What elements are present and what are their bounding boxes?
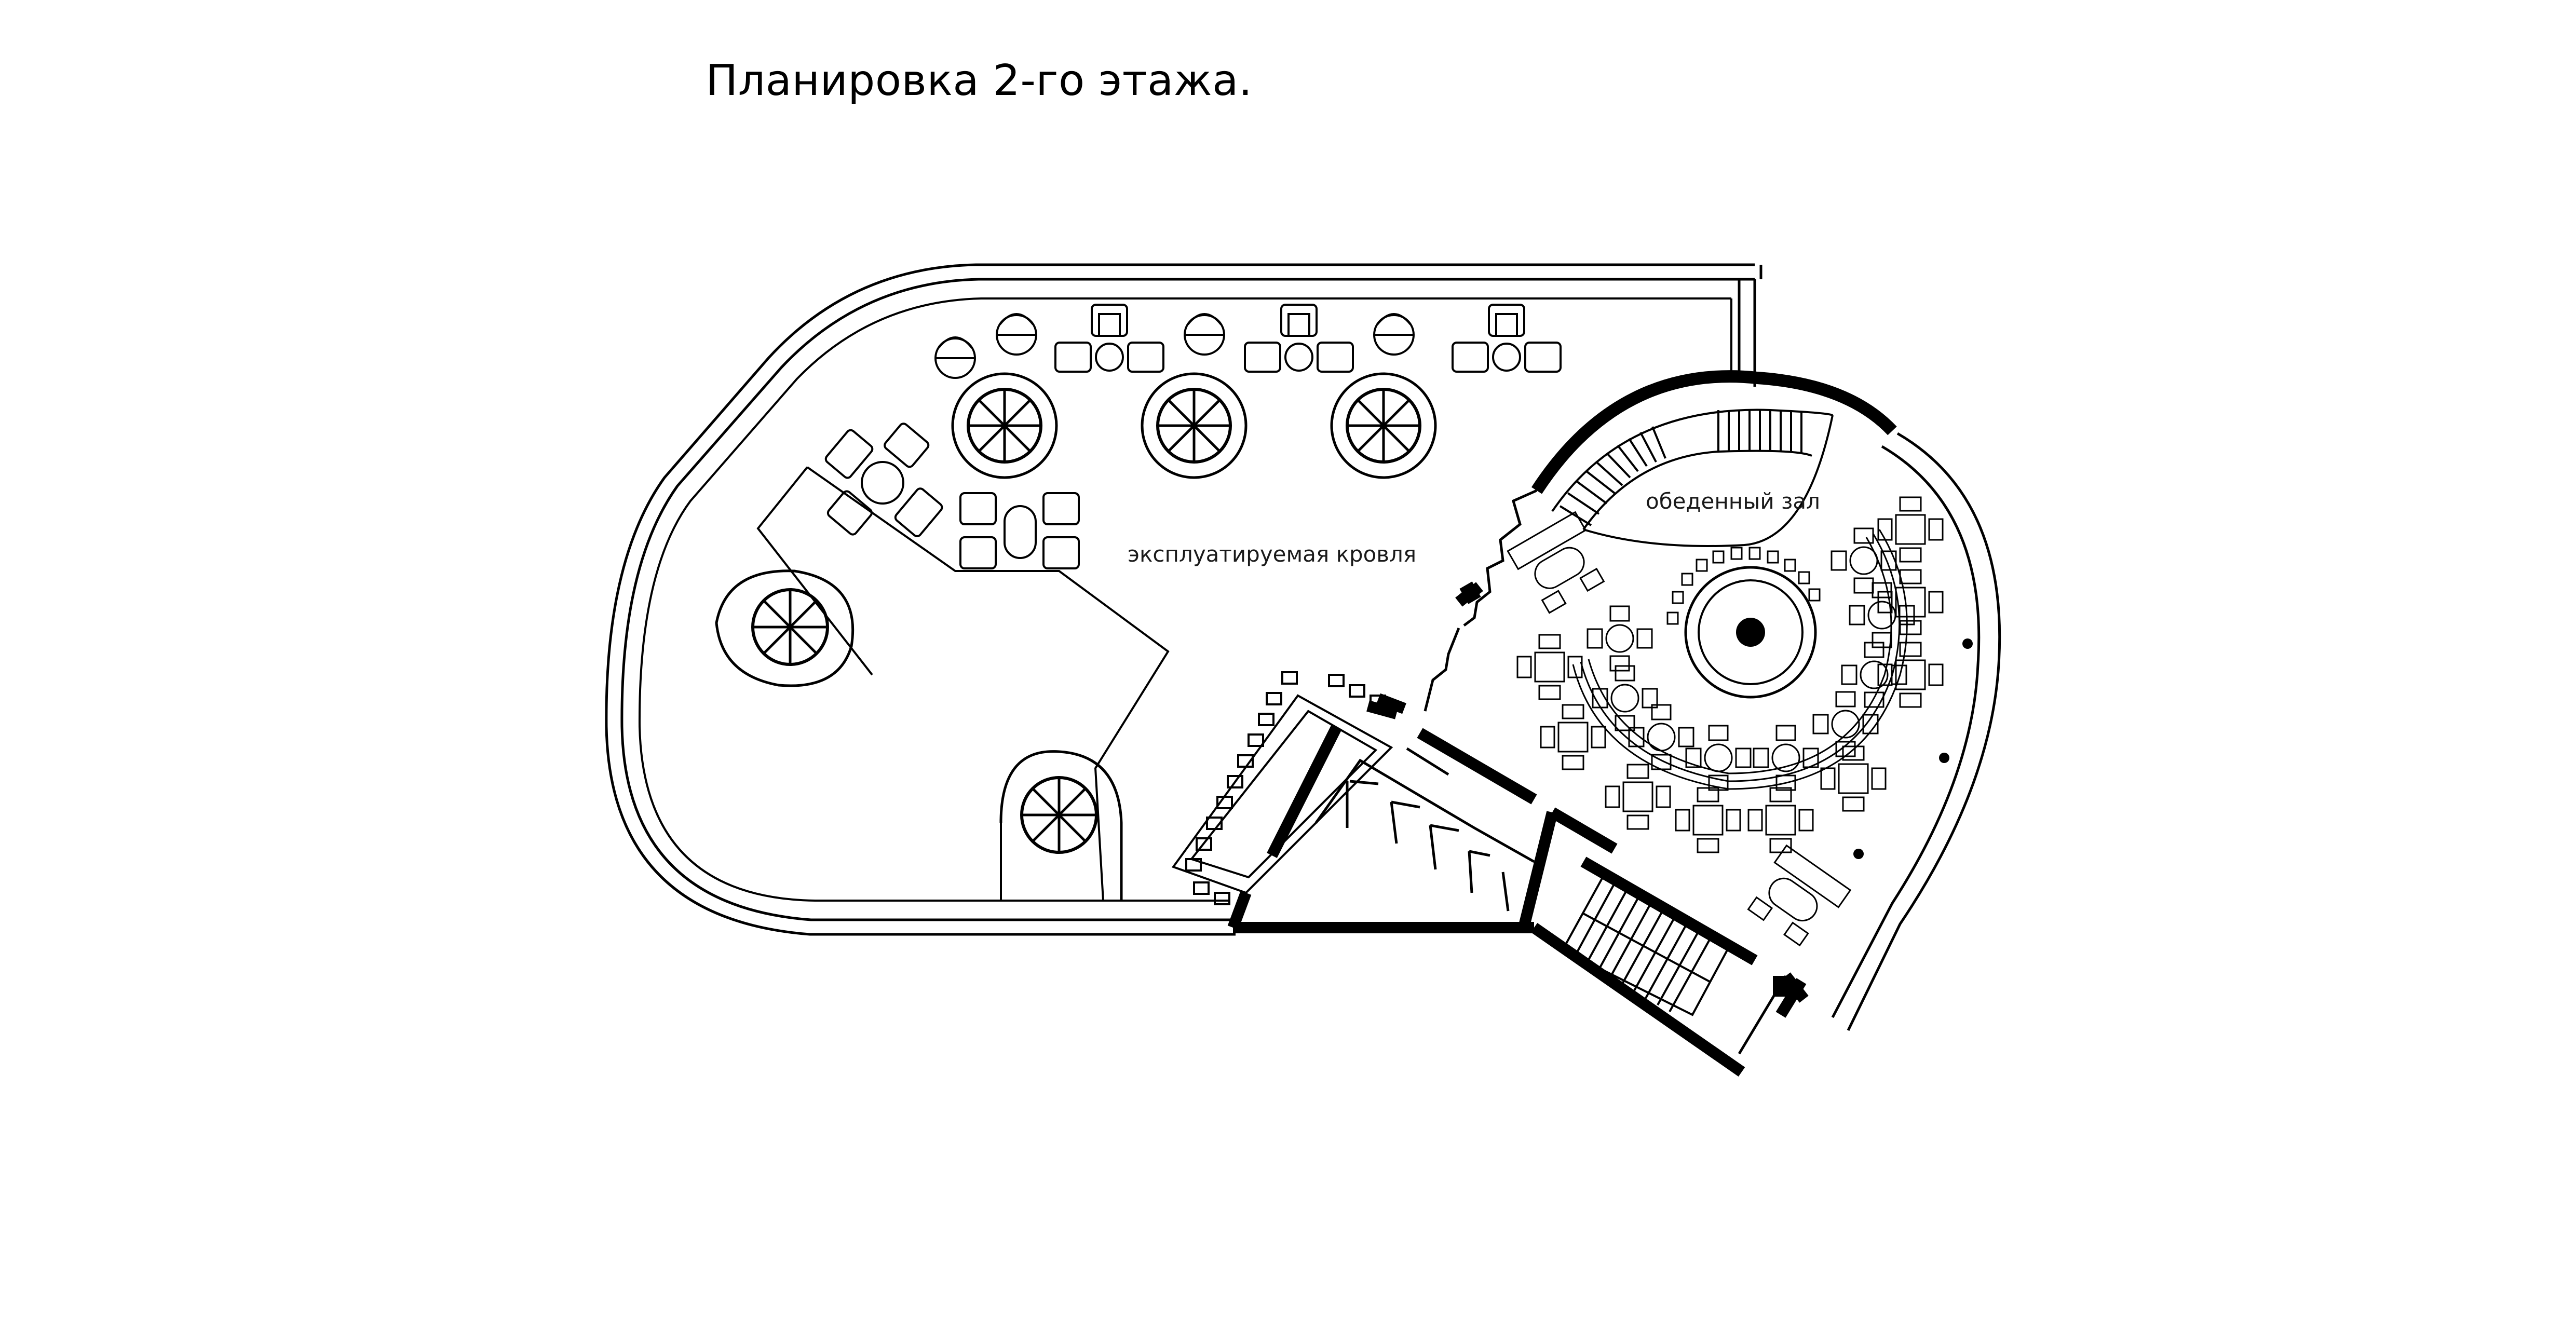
dome-4 — [715, 569, 855, 687]
dining-hall-walls — [1423, 370, 2001, 1055]
skylight-domes — [715, 372, 1437, 901]
dome-1 — [951, 372, 1058, 479]
square-table — [1877, 496, 1944, 563]
building-core — [1227, 587, 1809, 1077]
umbrella-table — [934, 336, 976, 379]
lounge-set-4 — [824, 423, 943, 537]
lounge-set-2 — [1244, 304, 1354, 373]
square-table — [1820, 745, 1887, 812]
dining-table — [1812, 691, 1879, 757]
lounge-set-3 — [1452, 304, 1562, 373]
square-table — [1540, 704, 1606, 770]
umbrella-table — [996, 313, 1037, 356]
sofa-group — [1507, 511, 1605, 614]
outer-parapet — [605, 263, 1762, 936]
dining-tables — [1507, 496, 1944, 947]
planter-row — [1185, 671, 1386, 905]
umbrella-table — [1373, 313, 1415, 356]
square-table — [1675, 787, 1741, 853]
dining-table — [1628, 704, 1694, 770]
square-table — [1516, 634, 1583, 700]
dining-hall-label: обеденный зал — [1646, 488, 1820, 514]
roof-label: эксплуатируемая кровля — [1128, 541, 1416, 567]
stair-flight — [1561, 873, 1730, 1016]
dining-table — [1841, 642, 1907, 708]
dome-5 — [999, 750, 1123, 901]
square-table — [1605, 764, 1671, 830]
dining-table — [1592, 665, 1658, 731]
dining-table — [1753, 725, 1819, 791]
square-table — [1877, 569, 1944, 635]
roof-zoning-lines — [756, 466, 1170, 901]
square-table — [1747, 787, 1814, 853]
plan-title: Планировка 2-го этажа. — [706, 56, 1253, 105]
square-table — [1877, 642, 1944, 708]
dining-table — [1587, 605, 1653, 672]
roof-inner-boundary — [638, 297, 1732, 902]
dining-table — [1831, 527, 1897, 594]
central-bar — [1666, 547, 1821, 699]
roof-furniture — [824, 304, 1562, 905]
dome-3 — [1330, 372, 1437, 479]
diagonal-bench — [1171, 694, 1393, 894]
facade-piers — [1459, 581, 1792, 997]
sofa-group — [1747, 844, 1852, 947]
curved-stair — [1551, 409, 1834, 547]
columns — [1853, 638, 1973, 859]
umbrella-table — [1184, 313, 1225, 356]
lounge-set-1 — [1054, 304, 1164, 373]
dining-table — [1685, 725, 1752, 791]
dome-2 — [1141, 372, 1248, 479]
lounge-set-5 — [959, 492, 1080, 569]
